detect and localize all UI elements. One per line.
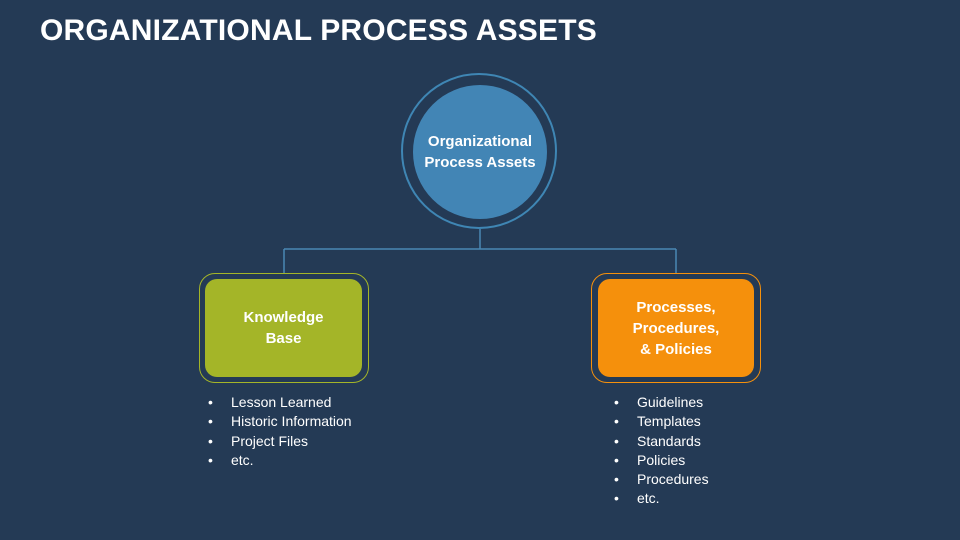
list-item: Project Files: [208, 432, 352, 452]
processes-list: Guidelines Templates Standards Policies …: [614, 393, 709, 509]
knowledge-base-list: Lesson Learned Historic Information Proj…: [208, 393, 352, 470]
list-item: Historic Information: [208, 412, 352, 432]
list-item: Procedures: [614, 470, 709, 490]
list-item: etc.: [614, 489, 709, 509]
knowledge-base-outline: [199, 273, 369, 383]
processes-outline: [591, 273, 761, 383]
list-item: Lesson Learned: [208, 393, 352, 413]
root-node-ring: [401, 73, 557, 229]
root-node: Organizational Process Assets: [413, 85, 547, 219]
list-item: Policies: [614, 451, 709, 471]
knowledge-base-node: Knowledge Base: [205, 279, 362, 377]
list-item: etc.: [208, 451, 352, 471]
slide-title: ORGANIZATIONAL PROCESS ASSETS: [40, 14, 597, 47]
processes-node: Processes, Procedures, & Policies: [598, 279, 754, 377]
list-item: Templates: [614, 412, 709, 432]
list-item: Standards: [614, 432, 709, 452]
list-item: Guidelines: [614, 393, 709, 413]
